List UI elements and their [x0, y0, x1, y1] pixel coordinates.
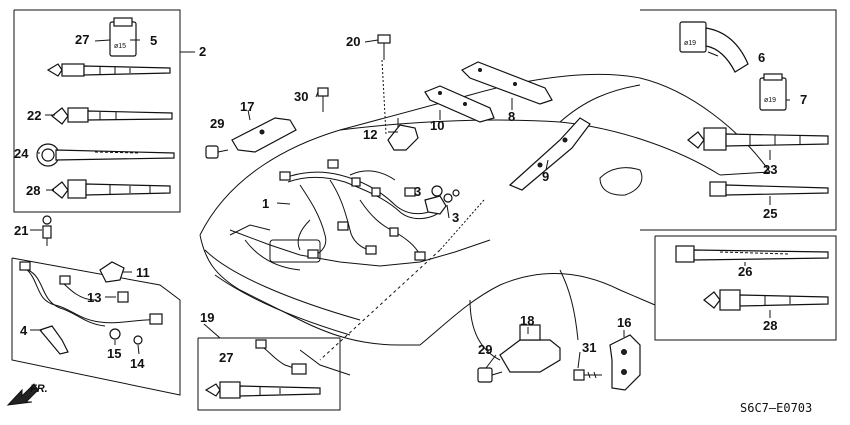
callout-8: 8 [508, 109, 515, 124]
leader-lines [30, 39, 549, 361]
callout-4: 4 [20, 323, 28, 338]
callout-29a: 29 [210, 116, 224, 131]
diagram-code: S6C7—E0703 [740, 401, 812, 415]
callout-10: 10 [430, 118, 444, 133]
bolt-part-30 [317, 87, 329, 112]
front-harness-drawing [19, 261, 163, 355]
svg-text:ø19: ø19 [684, 40, 696, 47]
grommet-part-3a [431, 185, 443, 197]
callout-25: 25 [763, 206, 777, 221]
callout-29b: 29 [478, 342, 492, 357]
callout-19: 19 [200, 310, 214, 325]
tie-part-22 [51, 107, 173, 125]
bracket-part-10 [424, 85, 495, 123]
callout-7: 7 [800, 92, 807, 107]
sensor-part-21 [42, 215, 52, 246]
tie-part-26 [675, 245, 829, 263]
callout-17: 17 [240, 99, 254, 114]
bracket-part-18 [499, 324, 561, 373]
callout-27a: 27 [75, 32, 89, 47]
callout-13: 13 [87, 290, 101, 305]
callout-30: 30 [294, 89, 308, 104]
leader-lines-right [485, 51, 790, 369]
callout-12: 12 [363, 127, 377, 142]
clip-part-5: ø15 [109, 17, 137, 57]
callout-28b: 28 [763, 318, 777, 333]
tie-part-28-right [703, 289, 829, 311]
callout-9: 9 [542, 169, 549, 184]
callout-26: 26 [738, 264, 752, 279]
grommet-part-3b [443, 189, 460, 203]
kit-box-left [13, 9, 195, 213]
bracket-part-17 [231, 117, 297, 153]
bracket-part-12 [387, 118, 419, 151]
svg-text:ø15: ø15 [114, 43, 126, 50]
svg-text:ø19: ø19 [764, 97, 776, 104]
bolt-part-31 [573, 369, 602, 381]
kit-box-right-top [640, 9, 837, 231]
callout-6: 6 [758, 50, 765, 65]
bolt-part-20 [377, 34, 391, 60]
clip-part-6: ø19 [679, 21, 749, 73]
bracket-part-9 [508, 117, 591, 191]
callout-11: 11 [136, 265, 150, 280]
callout-27b: 27 [219, 350, 233, 365]
clip-part-7: ø19 [759, 73, 787, 111]
callout-1: 1 [262, 196, 269, 211]
tie-part-24 [36, 143, 175, 167]
callout-23: 23 [763, 162, 777, 177]
fastener-part-29-bottom [477, 367, 503, 383]
callout-18: 18 [520, 313, 534, 328]
callout-3a: 3 [414, 184, 421, 199]
callout-14: 14 [130, 356, 145, 371]
callout-16: 16 [617, 315, 631, 330]
callout-5: 5 [150, 33, 157, 48]
fastener-part-29-top [205, 145, 229, 159]
callout-15: 15 [107, 346, 121, 361]
callout-28a: 28 [26, 183, 40, 198]
tie-part-25 [709, 181, 829, 197]
front-direction-arrow: FR. [6, 383, 48, 406]
callout-20: 20 [346, 34, 360, 49]
callout-24: 24 [14, 146, 29, 161]
callout-labels: 1 2 3 3 4 5 6 7 8 9 10 11 12 13 14 15 16… [14, 32, 807, 371]
callout-3b: 3 [452, 210, 459, 225]
tie-part-27 [46, 63, 171, 77]
callout-31: 31 [582, 340, 596, 355]
kit-box-right-bottom [654, 235, 837, 341]
bracket-part-8 [460, 61, 553, 105]
tie-part-27-bottom [204, 381, 321, 399]
callout-22: 22 [27, 108, 41, 123]
engine-harness-part-1 [279, 159, 447, 261]
tie-part-23 [687, 127, 829, 151]
tie-part-28-left [51, 179, 171, 199]
kit-box-front-harness [11, 257, 181, 396]
kit-box-19 [197, 337, 341, 411]
bracket-part-16 [609, 334, 641, 391]
svg-text:FR.: FR. [30, 383, 48, 395]
callout-2: 2 [199, 44, 206, 59]
callout-21: 21 [14, 223, 28, 238]
